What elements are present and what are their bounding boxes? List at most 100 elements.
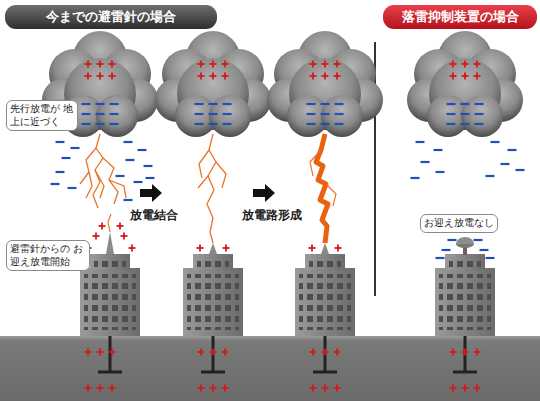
title-bar: 落雷抑制装置の場合 <box>383 5 537 29</box>
minus-charge <box>307 123 316 125</box>
plus-charge <box>476 385 478 392</box>
minus-charge <box>321 103 330 105</box>
minus-charge <box>335 103 344 105</box>
plus-charge <box>225 245 227 252</box>
plus-charge <box>99 385 101 392</box>
minus-charge <box>62 157 71 159</box>
plus-charge <box>464 385 466 392</box>
plus-charge <box>464 349 466 356</box>
minus-charge <box>442 249 451 251</box>
minus-charge <box>307 103 316 105</box>
minus-charge <box>461 123 470 125</box>
plus-charge <box>476 73 478 80</box>
title-text: 落雷抑制装置の場合 <box>395 8 525 26</box>
minus-charge <box>82 103 91 105</box>
minus-charge <box>321 113 330 115</box>
minus-charge <box>223 113 232 115</box>
plus-charge <box>200 349 202 356</box>
plus-charge <box>111 349 113 356</box>
plus-charge <box>452 73 454 80</box>
plus-charge <box>200 385 202 392</box>
minus-charge <box>110 113 119 115</box>
plus-charge <box>87 61 89 68</box>
plus-charge <box>476 61 478 68</box>
minus-charge <box>96 113 105 115</box>
plus-charge <box>212 61 214 68</box>
minus-charge <box>56 141 65 143</box>
plus-charge <box>95 233 97 240</box>
minus-charge <box>447 113 456 115</box>
ground-electrode <box>98 336 477 372</box>
minus-charge <box>461 113 470 115</box>
lightning-bolt <box>310 134 336 243</box>
minus-charge <box>134 181 143 183</box>
plus-charge <box>200 61 202 68</box>
minus-charge <box>447 103 456 105</box>
minus-charge <box>307 113 316 115</box>
plus-charge <box>212 73 214 80</box>
minus-charge <box>335 123 344 125</box>
ground <box>0 336 540 401</box>
minus-charge <box>474 239 483 241</box>
minus-charge <box>416 141 425 143</box>
upward-streamer <box>108 214 111 232</box>
minus-charge <box>475 113 484 115</box>
minus-charge <box>124 141 133 143</box>
callout-text: 避雷針からの お迎え放電開始 <box>10 243 86 268</box>
minus-charge <box>223 123 232 125</box>
plus-charge <box>312 61 314 68</box>
plus-charge <box>452 349 454 356</box>
minus-charge <box>486 175 495 177</box>
minus-charge <box>144 165 153 167</box>
title-text: 今までの避雷針の場合 <box>17 8 205 26</box>
minus-charge <box>124 199 133 201</box>
plus-charge <box>336 61 338 68</box>
minus-charge <box>475 103 484 105</box>
minus-charge <box>195 103 204 105</box>
plus-charge <box>336 349 338 356</box>
callout-box: 先行放電が 地上に近づく <box>6 100 78 131</box>
minus-charge <box>209 123 218 125</box>
plus-charge <box>224 349 226 356</box>
minus-charge <box>447 123 456 125</box>
minus-charge <box>82 123 91 125</box>
callout-box: 避雷針からの お迎え放電開始 <box>6 240 90 271</box>
minus-charge <box>321 123 330 125</box>
plus-charge <box>111 385 113 392</box>
plus-charge <box>224 73 226 80</box>
plus-charge <box>200 73 202 80</box>
minus-charge <box>480 249 489 251</box>
minus-charge <box>508 149 517 151</box>
minus-charge <box>195 113 204 115</box>
minus-charge <box>71 147 80 149</box>
minus-charge <box>434 149 443 151</box>
plus-charge <box>101 223 103 230</box>
minus-charge <box>436 171 445 173</box>
minus-charge <box>448 239 457 241</box>
minus-charge <box>96 103 105 105</box>
minus-charge <box>491 141 500 143</box>
charge-signs <box>51 61 525 392</box>
minus-charge <box>195 123 204 125</box>
minus-charge <box>475 123 484 125</box>
plus-charge <box>452 61 454 68</box>
plus-charge <box>336 385 338 392</box>
thundercloud <box>267 31 383 137</box>
building-with-suppressor <box>435 237 495 336</box>
plus-charge <box>99 349 101 356</box>
minus-charge <box>436 257 445 259</box>
joined-discharge <box>198 134 226 243</box>
minus-charge <box>516 169 525 171</box>
plus-charge <box>111 73 113 80</box>
plus-charge <box>452 385 454 392</box>
minus-charge <box>51 183 60 185</box>
minus-charge <box>501 163 510 165</box>
minus-charge <box>411 177 420 179</box>
minus-charge <box>110 103 119 105</box>
minus-charge <box>461 103 470 105</box>
plus-charge <box>119 223 121 230</box>
minus-charge <box>126 159 135 161</box>
minus-charge <box>209 103 218 105</box>
